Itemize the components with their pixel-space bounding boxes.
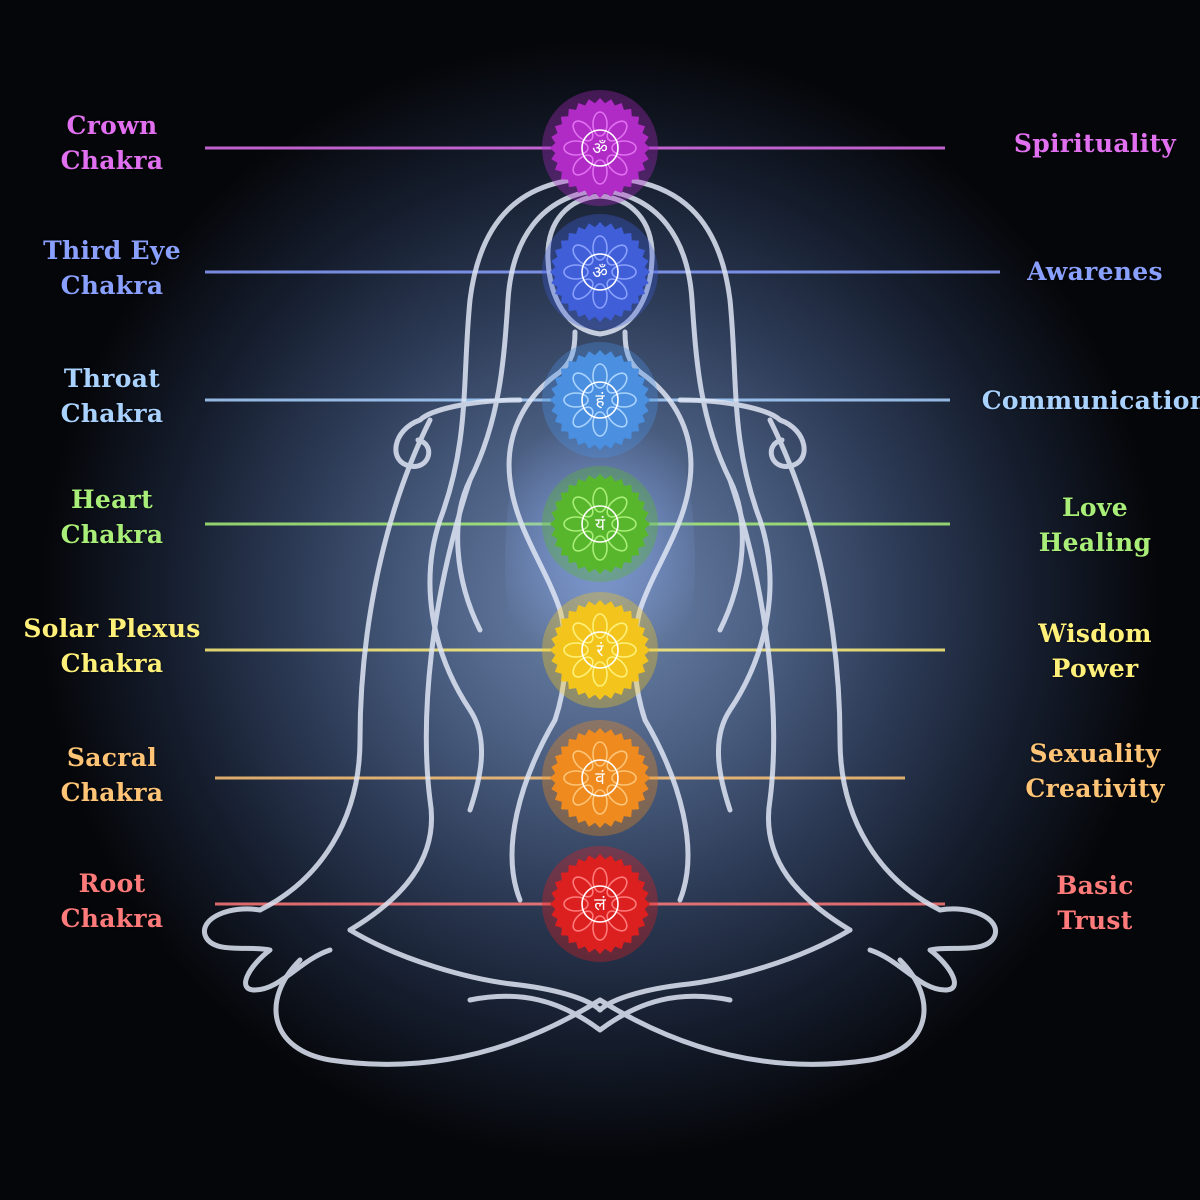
third-eye-name-line: Chakra [60, 271, 164, 300]
root-chakra-symbol: लं [542, 846, 658, 962]
throat-chakra-meaning: Communication [975, 383, 1200, 418]
root-name-line: Root [78, 869, 146, 898]
crown-meaning-line: Spirituality [1013, 129, 1177, 158]
throat-name-line: Throat [63, 364, 161, 393]
chakra-circles: ॐ ॐ हं यं रं वं लं [542, 90, 658, 962]
third-eye-bija-icon: ॐ [592, 263, 608, 283]
solar-plexus-meaning-line: Power [1051, 654, 1139, 683]
solar-plexus-name-line: Solar Plexus [23, 614, 201, 643]
solar-plexus-meaning-line: Wisdom [1038, 619, 1152, 648]
sacral-chakra-symbol: वं [542, 720, 658, 836]
crown-chakra-meaning: Spirituality [975, 126, 1200, 161]
heart-name-line: Chakra [60, 520, 164, 549]
heart-meaning-line: Love [1062, 493, 1128, 522]
heart-meaning-line: Healing [1038, 528, 1152, 557]
solar-plexus-chakra-symbol: रं [542, 592, 658, 708]
throat-meaning-line: Communication [981, 386, 1200, 415]
heart-bija-icon: यं [595, 515, 606, 535]
third-eye-name-line: Third Eye [43, 236, 181, 265]
third-eye-chakra-symbol: ॐ [542, 214, 658, 330]
third-eye-meaning-line: Awarenes [1027, 257, 1163, 286]
throat-bija-icon: हं [595, 391, 605, 411]
heart-chakra-symbol: यं [542, 466, 658, 582]
heart-name-line: Heart [71, 485, 153, 514]
solar-plexus-name-line: Chakra [60, 649, 164, 678]
sacral-meaning-line: Creativity [1025, 774, 1165, 803]
crown-name-line: Chakra [60, 146, 164, 175]
solar-plexus-bija-icon: रं [597, 641, 605, 661]
root-bija-icon: लं [594, 895, 606, 915]
root-meaning-line: Trust [1057, 906, 1133, 935]
root-name-line: Chakra [60, 904, 164, 933]
root-meaning-line: Basic [1056, 871, 1134, 900]
sacral-meaning-line: Sexuality [1029, 739, 1161, 768]
throat-chakra-symbol: हं [542, 342, 658, 458]
crown-bija-icon: ॐ [592, 139, 608, 159]
sacral-name-line: Sacral [66, 743, 158, 772]
sacral-bija-icon: वं [595, 769, 605, 789]
throat-name-line: Chakra [60, 399, 164, 428]
sacral-name-line: Chakra [60, 778, 164, 807]
crown-name-line: Crown [66, 111, 158, 140]
crown-chakra-symbol: ॐ [542, 90, 658, 206]
third-eye-chakra-meaning: Awarenes [975, 254, 1200, 289]
